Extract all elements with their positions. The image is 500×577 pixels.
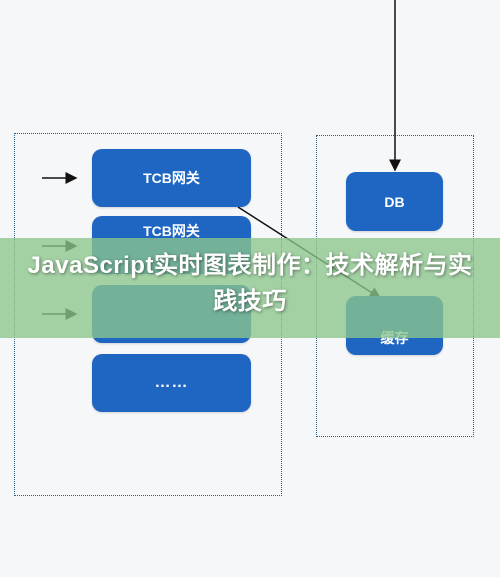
gateway-node-1: TCB网关 xyxy=(92,149,251,207)
gateway-node-more: …… xyxy=(92,354,251,412)
gateway-node-2-label: TCB网关 xyxy=(143,223,200,239)
gateway-node-more-label: …… xyxy=(154,374,189,391)
title-banner xyxy=(0,238,500,338)
banner-title: JavaScript实时图表制作：技术解析与实践技巧 xyxy=(27,252,473,315)
gateway-node-1-label: TCB网关 xyxy=(143,170,200,186)
db-node-label: DB xyxy=(384,193,405,210)
db-node: DB xyxy=(346,172,443,231)
